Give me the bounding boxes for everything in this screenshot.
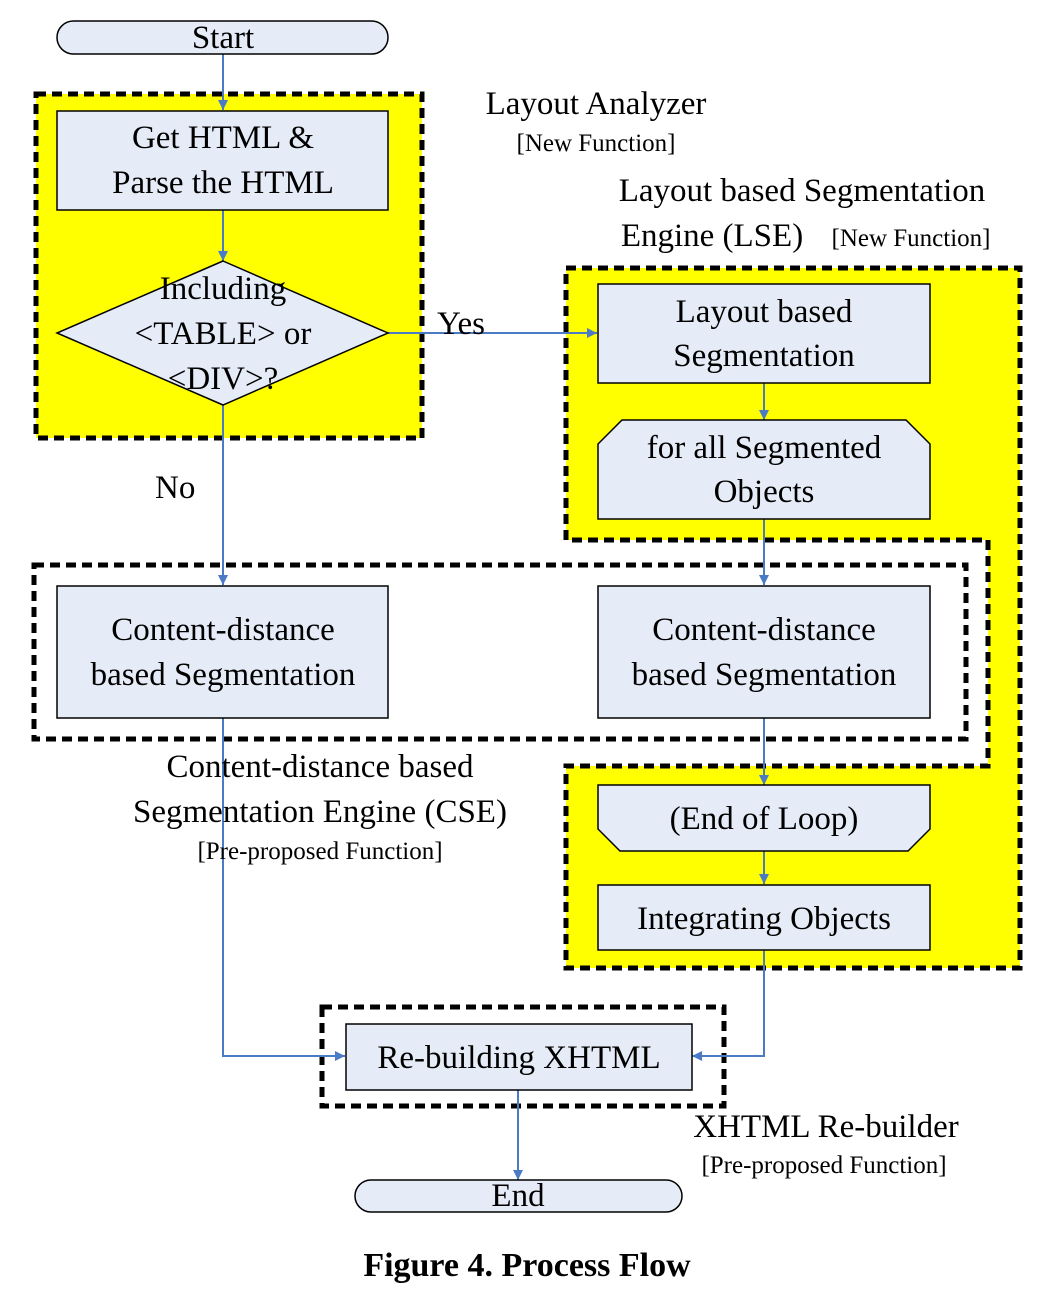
edge-integrating-to-rebuilding: [692, 950, 765, 1061]
node-cds-right-line2: based Segmentation: [632, 657, 897, 693]
node-end: End: [354, 1178, 683, 1214]
node-start-label: Start: [192, 20, 254, 56]
node-layout-seg-line2: Segmentation: [673, 338, 854, 374]
node-layout-seg-line1: Layout based: [676, 294, 853, 330]
node-integrating: Integrating Objects: [597, 884, 931, 951]
node-end-label: End: [491, 1178, 545, 1214]
node-layout-segmentation: Layout based Segmentation: [597, 283, 931, 384]
edge-label-no: No: [155, 470, 195, 506]
node-integrating-label: Integrating Objects: [637, 901, 891, 937]
region-cse-tag: [Pre-proposed Function]: [197, 838, 442, 865]
region-lse-tag: [New Function]: [832, 225, 991, 252]
node-decision-line3: <DIV>?: [168, 361, 279, 397]
edge-label-yes: Yes: [437, 306, 485, 342]
edges: [218, 54, 769, 1180]
region-lse-title-1: Layout based Segmentation: [619, 173, 986, 209]
node-cds-right-line1: Content-distance: [652, 612, 876, 648]
node-get-html-line1: Get HTML &: [132, 120, 314, 156]
region-rebuilder-tag: [Pre-proposed Function]: [701, 1152, 946, 1179]
node-rebuilding: Re-building XHTML: [345, 1023, 693, 1091]
node-rebuilding-label: Re-building XHTML: [377, 1040, 660, 1076]
node-loop-start: for all Segmented Objects: [597, 419, 931, 520]
node-get-html-line2: Parse the HTML: [112, 165, 334, 201]
node-cds-left-line1: Content-distance: [111, 612, 335, 648]
region-lse-title-2: Engine (LSE): [621, 218, 803, 254]
figure-caption: Figure 4. Process Flow: [363, 1247, 691, 1284]
region-cse-title-1: Content-distance based: [167, 749, 474, 785]
node-decision-line1: Including: [160, 271, 286, 307]
node-loop-end-label: (End of Loop): [670, 801, 859, 837]
node-loop-start-line1: for all Segmented: [647, 430, 882, 466]
node-cds-left-line2: based Segmentation: [91, 657, 356, 693]
edge-cdsleft-to-rebuilding: [222, 718, 345, 1061]
region-layout-analyzer-title: Layout Analyzer: [486, 86, 707, 122]
node-cds-left: Content-distance based Segmentation: [56, 585, 389, 719]
node-loop-start-line2: Objects: [714, 474, 815, 510]
region-layout-analyzer-tag: [New Function]: [517, 130, 676, 157]
region-cse-title-2: Segmentation Engine (CSE): [133, 794, 507, 830]
node-cds-right: Content-distance based Segmentation: [597, 585, 931, 719]
node-loop-end: (End of Loop): [597, 784, 931, 852]
node-get-html: Get HTML & Parse the HTML: [56, 110, 389, 211]
node-decision: Including <TABLE> or <DIV>?: [55, 260, 390, 406]
node-start: Start: [56, 20, 389, 56]
region-rebuilder-title: XHTML Re-builder: [693, 1109, 958, 1145]
node-decision-line2: <TABLE> or: [135, 316, 312, 352]
